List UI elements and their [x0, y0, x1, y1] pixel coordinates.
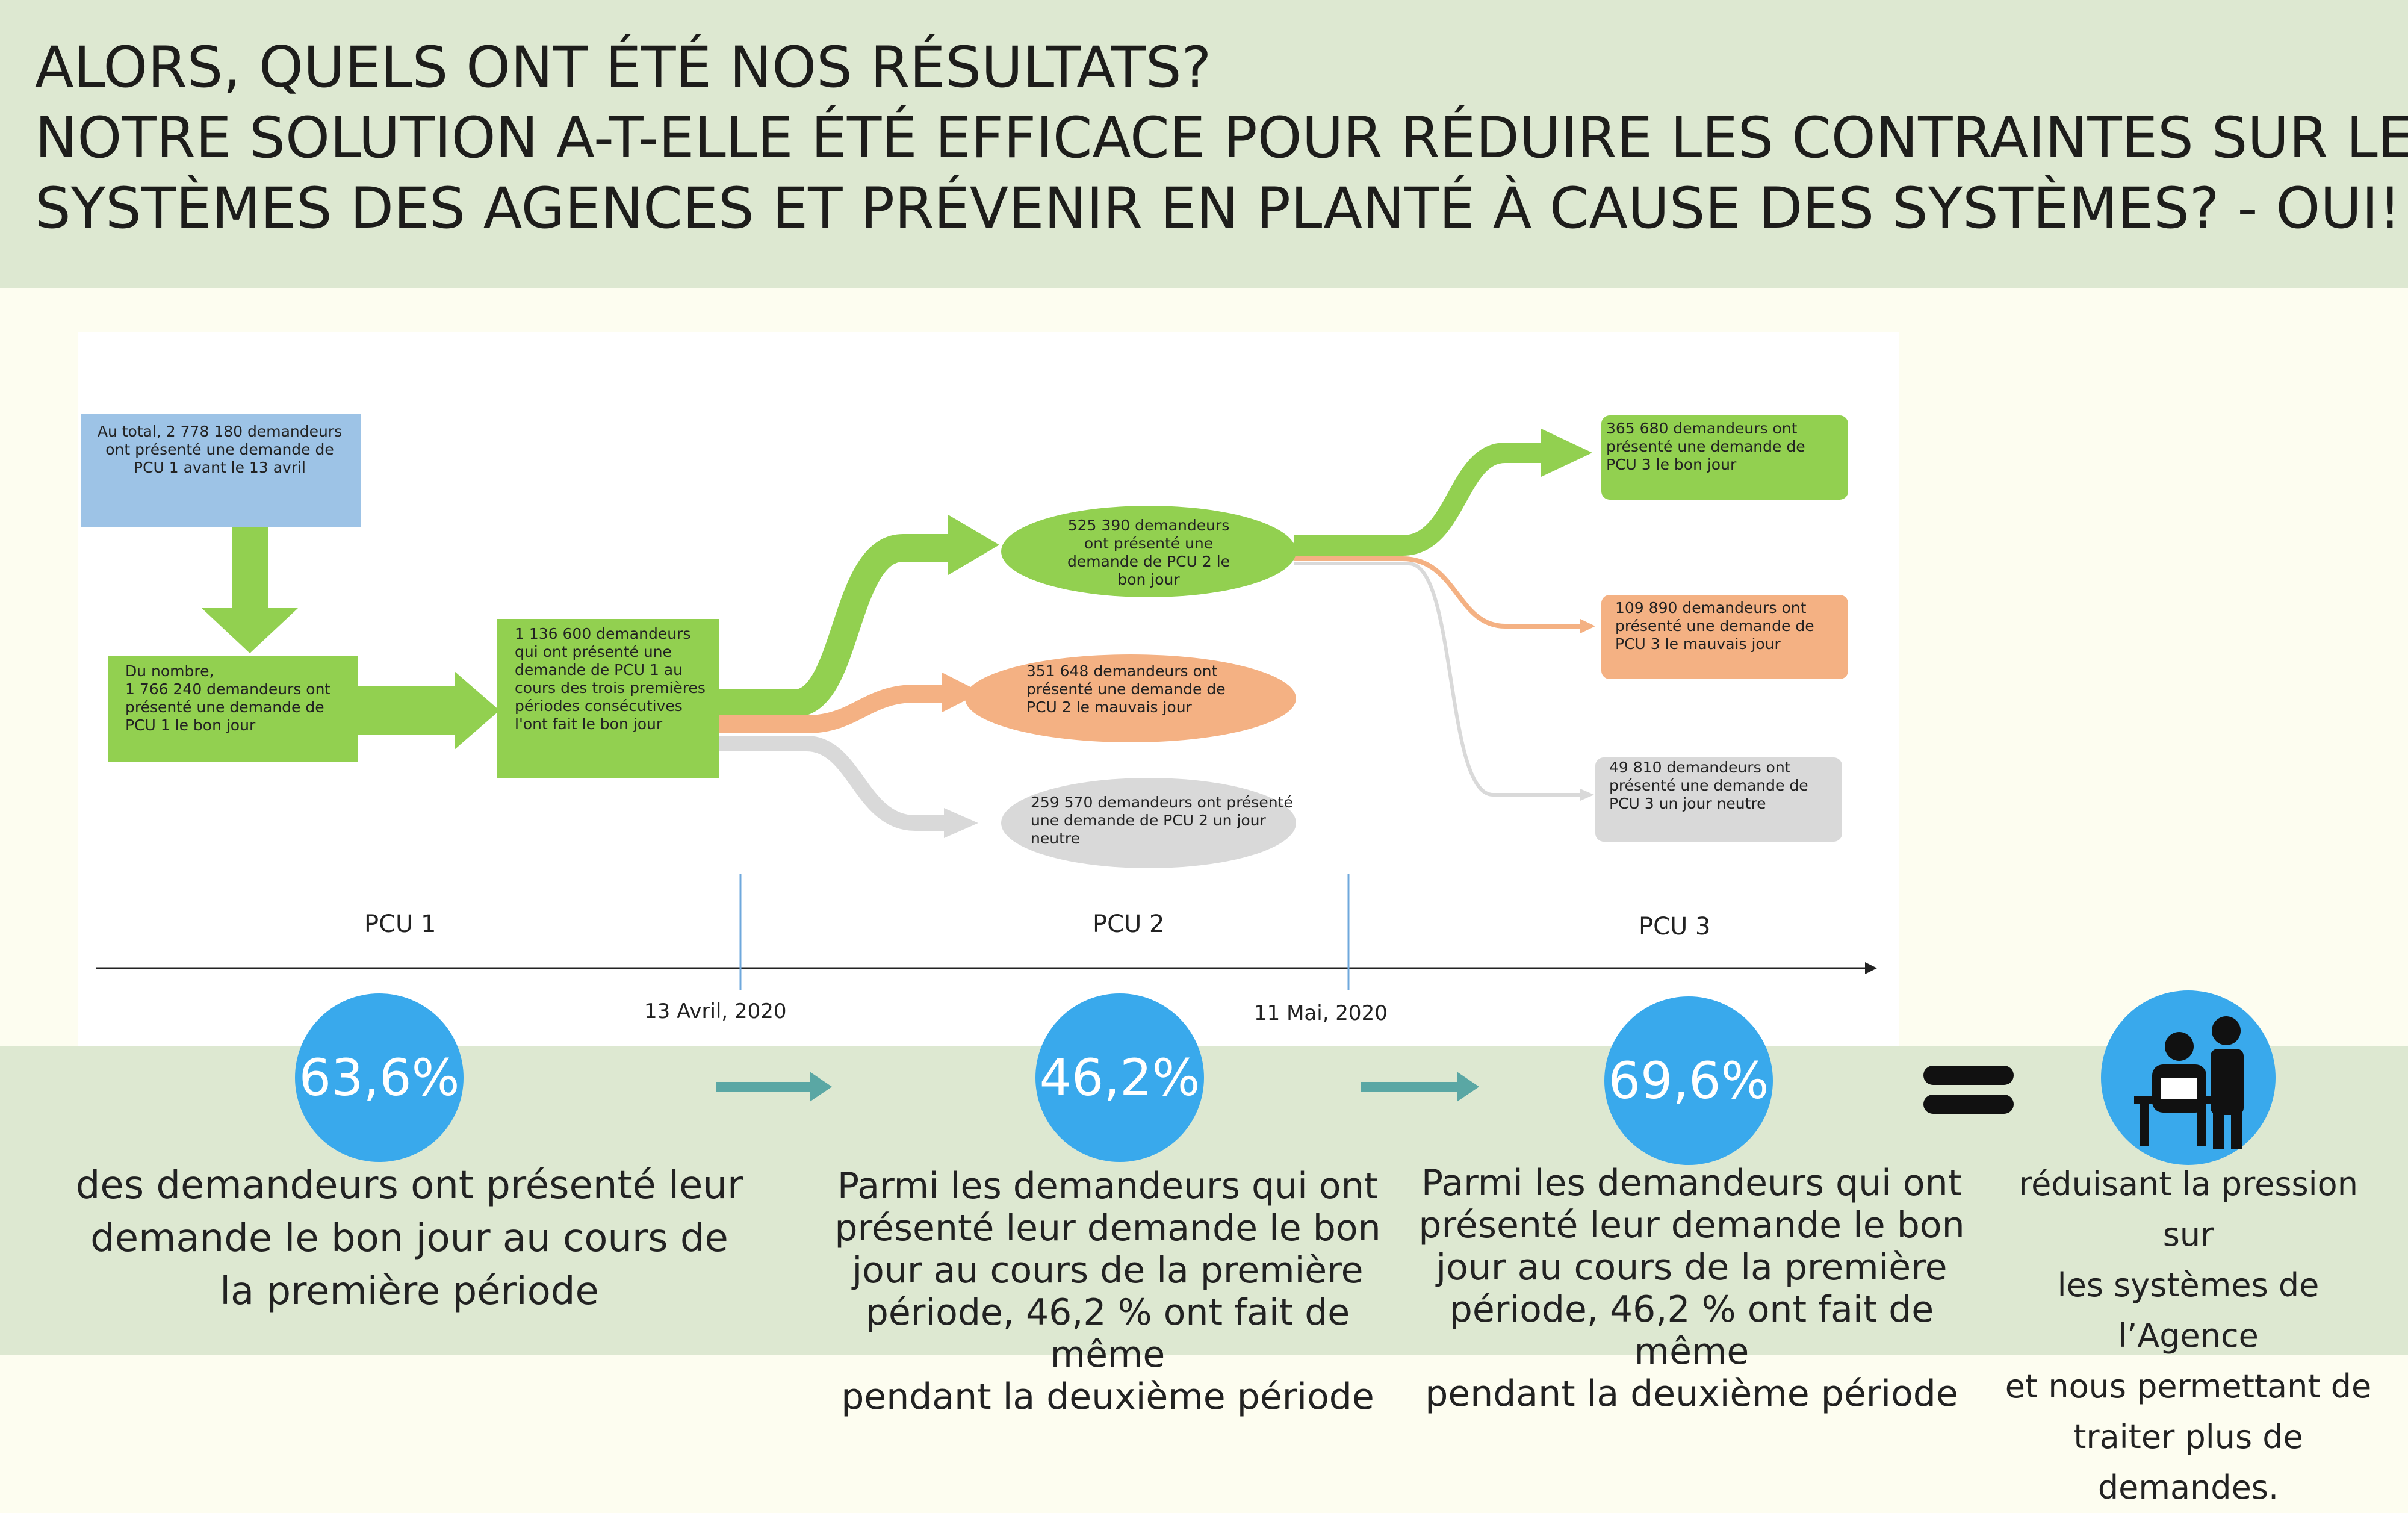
stat-circle-2: 46,2% [1035, 993, 1204, 1162]
arrow-icon-2 [1361, 1072, 1479, 1102]
pcu2-bad-ellipse [965, 654, 1296, 742]
good-day-box [108, 656, 358, 762]
pcu3-neutral-box [1595, 757, 1842, 842]
timeline-arrowhead [1865, 962, 1877, 974]
period-label-pcu2: PCU 2 [1093, 910, 1165, 938]
total-box [81, 414, 361, 527]
flow-grey-pcu2-head [944, 808, 978, 838]
period-label-pcu3: PCU 3 [1639, 913, 1711, 940]
flow-grey-pcu3 [1294, 562, 1583, 797]
down-arrow [202, 527, 298, 653]
right-arrow [358, 671, 500, 750]
period-label-pcu1: PCU 1 [364, 910, 436, 938]
three-periods-box [497, 619, 719, 778]
title-line-2: NOTRE SOLUTION A-T-ELLE ÉTÉ EFFICACE POU… [35, 105, 2408, 171]
flow-orange-pcu2-head [942, 673, 981, 712]
arrow-icon-1 [716, 1072, 832, 1102]
pcu2-good-ellipse [1001, 506, 1296, 597]
title-line-1: ALORS, QUELS ONT ÉTÉ NOS RÉSULTATS? [35, 35, 1212, 101]
flow-grey-pcu2 [719, 736, 945, 831]
header-banner: ALORS, QUELS ONT ÉTÉ NOS RÉSULTATS? NOTR… [0, 0, 2408, 288]
pcu3-good-box [1601, 415, 1848, 500]
stat-circle-3: 69,6% [1604, 996, 1773, 1165]
title-line-3: SYSTÈMES DES AGENCES ET PRÉVENIR EN PLAN… [35, 176, 2401, 241]
date-13-avril: 13 Avril, 2020 [644, 999, 787, 1024]
date-11-mai: 11 Mai, 2020 [1254, 1001, 1388, 1025]
flow-orange-pcu3-head [1580, 619, 1595, 633]
stat-circle-1: 63,6% [295, 993, 464, 1162]
flow-grey-pcu3-head [1580, 789, 1594, 801]
flow-diagram [81, 414, 1877, 990]
flow-green-pcu3 [1294, 443, 1544, 556]
equals-icon [1923, 1066, 2014, 1114]
result-arrows [716, 990, 2276, 1165]
flow-green-pcu2 [719, 534, 951, 717]
flow-green-pcu3-head [1541, 429, 1592, 477]
pcu2-neutral-ellipse [1001, 778, 1296, 868]
pcu3-bad-box [1601, 595, 1848, 679]
flow-green-pcu2-head [948, 515, 999, 575]
flow-orange-pcu3 [1294, 556, 1583, 629]
flow-orange-pcu2 [719, 685, 945, 733]
office-workers-icon [2101, 990, 2276, 1165]
